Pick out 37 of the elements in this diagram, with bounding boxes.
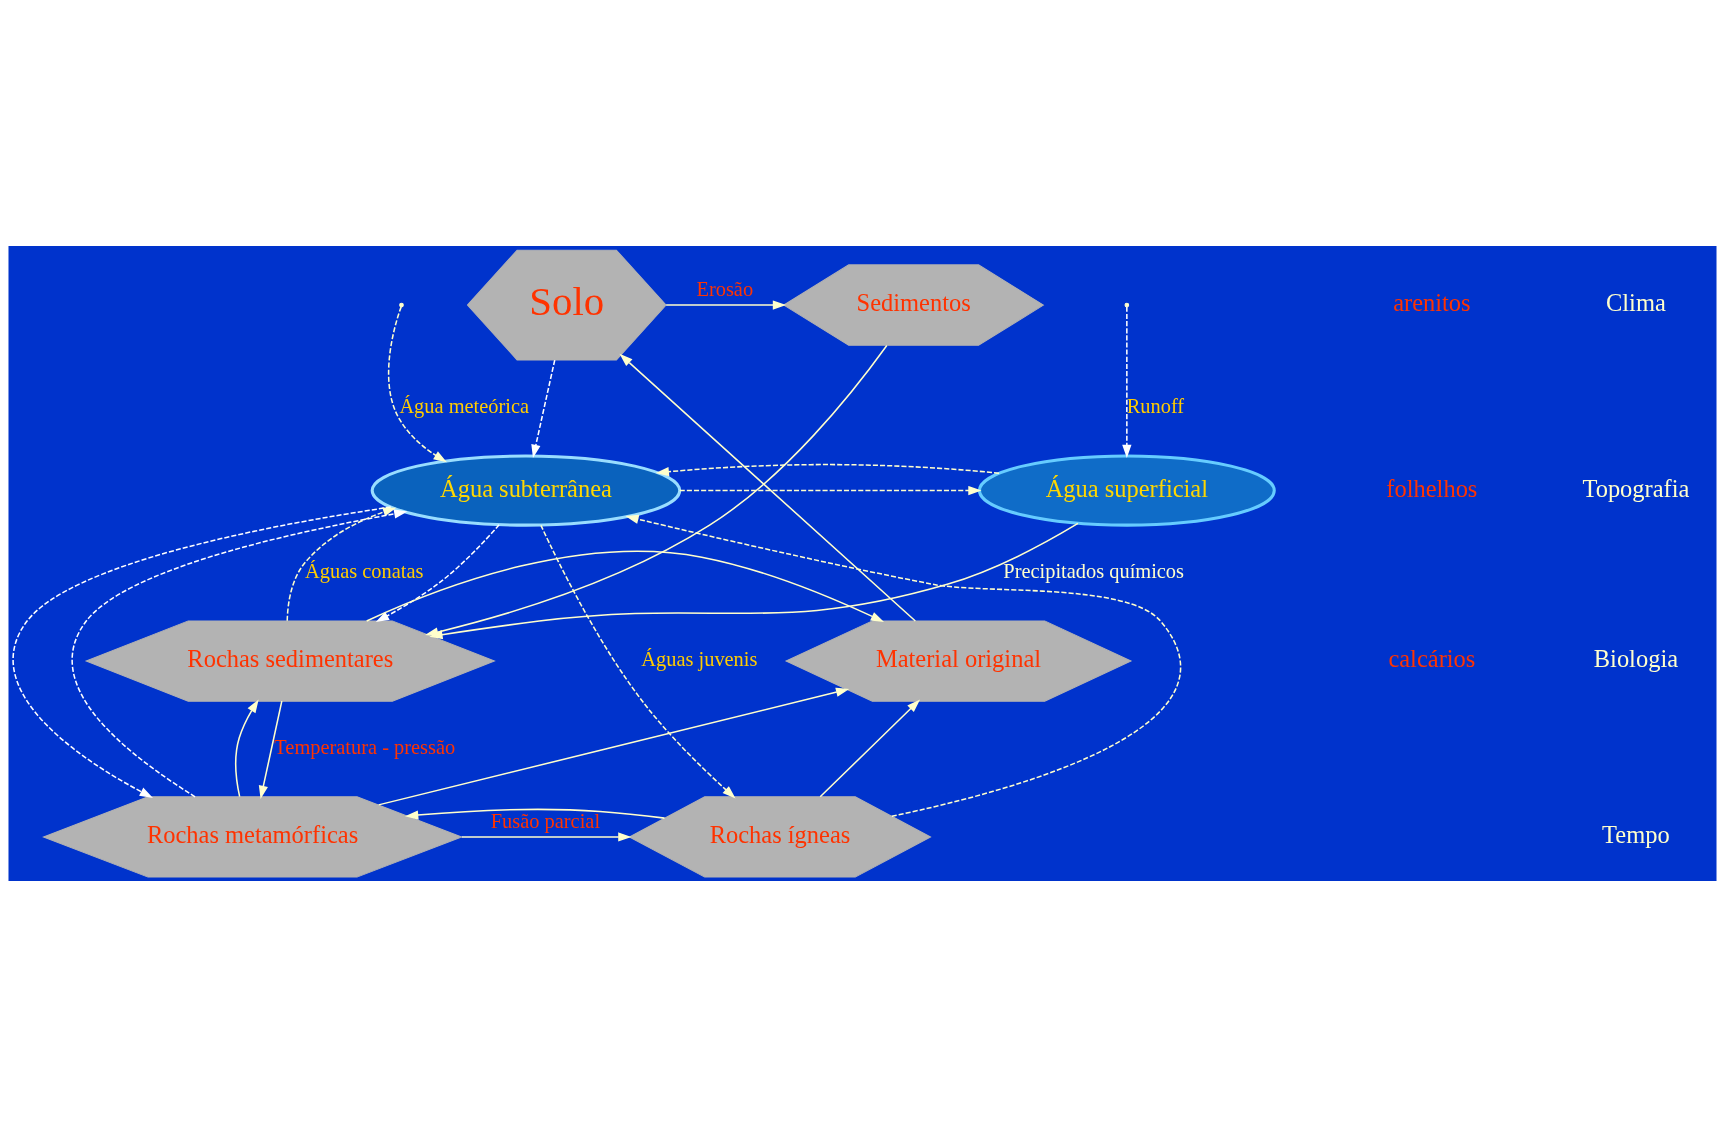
arrow bbox=[531, 359, 556, 459]
edge-label: Águas juvenis bbox=[641, 648, 758, 671]
arrow bbox=[625, 514, 1182, 817]
arrow bbox=[365, 550, 885, 622]
label: Topografia bbox=[1582, 474, 1690, 502]
arrow bbox=[71, 509, 408, 798]
arrow bbox=[375, 523, 500, 623]
arrow bbox=[819, 699, 921, 798]
arrow bbox=[461, 832, 632, 842]
edge-label: Temperatura - pressão bbox=[274, 736, 456, 759]
arrow bbox=[540, 524, 736, 799]
node-ellipse: Água superficial bbox=[977, 454, 1276, 527]
label: Tempo bbox=[1602, 821, 1670, 849]
arrow bbox=[234, 699, 259, 798]
arrow bbox=[405, 808, 666, 820]
edge-label: Erosão bbox=[696, 277, 754, 300]
label: calcários bbox=[1388, 645, 1476, 673]
edge-label: Água meteórica bbox=[399, 395, 530, 418]
arrow bbox=[619, 353, 917, 622]
arrow bbox=[665, 300, 787, 310]
arrow bbox=[1122, 306, 1132, 459]
arrow bbox=[655, 463, 1000, 477]
arrow bbox=[286, 507, 397, 622]
arrow bbox=[12, 506, 392, 798]
arrow bbox=[377, 687, 850, 806]
label: folhelhos bbox=[1386, 474, 1478, 502]
edge-label: Fusão parcial bbox=[490, 809, 601, 832]
edge-label: Precipitados químicos bbox=[1003, 560, 1185, 583]
label: Biologia bbox=[1593, 645, 1679, 673]
arrow bbox=[258, 700, 283, 799]
label: Clima bbox=[1606, 289, 1666, 317]
arrow bbox=[678, 485, 982, 496]
edge-label: Runoff bbox=[1126, 395, 1185, 418]
arrow bbox=[429, 522, 1079, 640]
edge-label: Águas conatas bbox=[305, 560, 424, 583]
arrow bbox=[387, 306, 447, 463]
label: arenitos bbox=[1393, 289, 1471, 317]
